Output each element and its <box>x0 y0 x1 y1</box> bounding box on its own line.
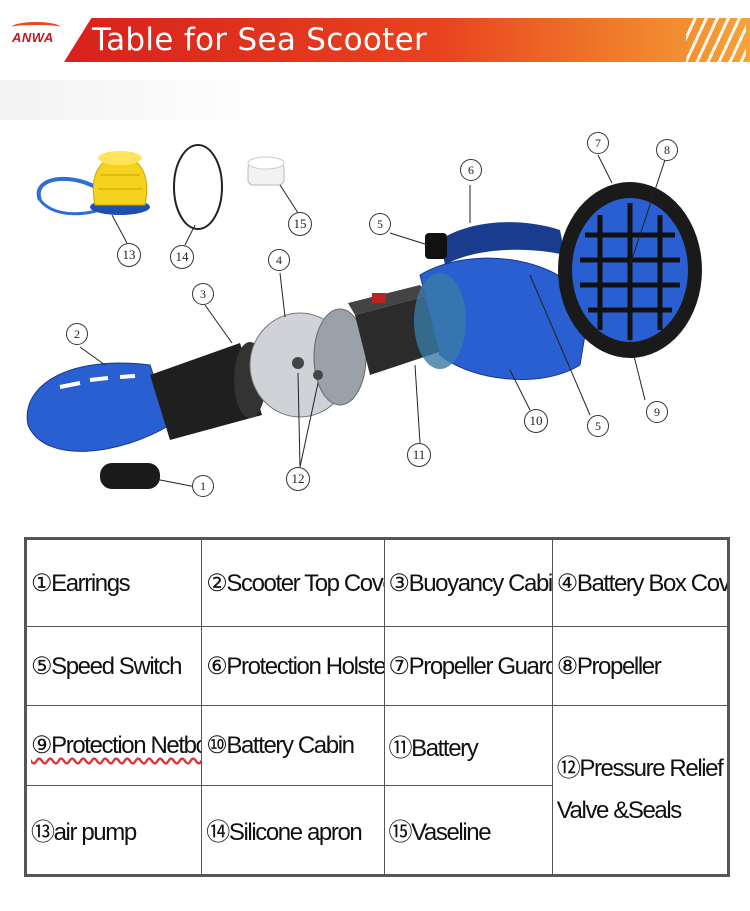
callout-2: 2 <box>66 323 88 345</box>
table-cell: ⑤Speed Switch <box>27 627 202 706</box>
table-cell-merged: ⑫Pressure Relief Valve &Seals <box>552 706 727 875</box>
table-cell: ②Scooter Top Cover <box>202 540 384 627</box>
table-cell: ⑨Protection Netbox <box>27 706 202 785</box>
callout-15: 15 <box>288 212 312 236</box>
callout-5-bottom: 5 <box>587 415 609 437</box>
callout-1: 1 <box>192 475 214 497</box>
callout-7: 7 <box>587 132 609 154</box>
parts-table-frame: ①Earrings ②Scooter Top Cover ③Buoyancy C… <box>24 537 730 877</box>
propeller-guard-part <box>558 182 702 358</box>
silicone-apron-part <box>174 145 222 229</box>
callout-8: 8 <box>656 139 678 161</box>
callout-9: 9 <box>646 401 668 423</box>
table-cell: ⑭Silicone apron <box>202 785 384 874</box>
scooter-illustration <box>0 125 750 510</box>
page-title: Table for Sea Scooter <box>92 22 427 58</box>
table-row: ⑤Speed Switch ⑥Protection Holster ⑦Prope… <box>27 627 728 706</box>
vaseline-part <box>248 157 284 185</box>
callout-3: 3 <box>192 283 214 305</box>
anwa-logo: ANWA <box>8 22 70 46</box>
buoyancy-cabin-part <box>150 342 266 440</box>
table-cell: ⑮Vaseline <box>384 785 552 874</box>
header-banner: ANWA Table for Sea Scooter <box>0 0 750 68</box>
faded-background-band <box>0 80 270 120</box>
battery-box-cover-part <box>250 309 366 417</box>
callout-13: 13 <box>117 243 141 267</box>
air-pump-part <box>39 151 150 215</box>
callout-11: 11 <box>407 443 431 467</box>
table-cell: ⑩Battery Cabin <box>202 706 384 785</box>
table-cell: ⑬air pump <box>27 785 202 874</box>
table-row: ①Earrings ②Scooter Top Cover ③Buoyancy C… <box>27 540 728 627</box>
callout-5-top: 5 <box>369 213 391 235</box>
callout-14: 14 <box>170 245 194 269</box>
table-cell: ③Buoyancy Cabin <box>384 540 552 627</box>
table-cell: ⑪Battery <box>384 706 552 785</box>
exploded-diagram: 1 2 3 4 5 6 7 8 9 10 11 12 13 14 15 5 <box>0 125 750 510</box>
callout-10: 10 <box>524 409 548 433</box>
parts-table: ①Earrings ②Scooter Top Cover ③Buoyancy C… <box>26 539 728 875</box>
table-cell: ⑥Protection Holster <box>202 627 384 706</box>
logo-text: ANWA <box>12 30 54 45</box>
table-cell: ①Earrings <box>27 540 202 627</box>
callout-6: 6 <box>460 159 482 181</box>
table-row: ⑨Protection Netbox ⑩Battery Cabin ⑪Batte… <box>27 706 728 785</box>
decorative-stripes-icon <box>686 18 746 62</box>
spellcheck-underlined-text: ⑨Protection Netbox <box>31 732 202 759</box>
table-cell: ⑦Propeller Guard <box>384 627 552 706</box>
callout-12: 12 <box>286 467 310 491</box>
table-cell: ④Battery Box Cover <box>552 540 727 627</box>
scooter-top-cover-part <box>27 363 170 451</box>
callout-4: 4 <box>268 249 290 271</box>
table-cell: ⑧Propeller <box>552 627 727 706</box>
earrings-part <box>100 463 160 489</box>
